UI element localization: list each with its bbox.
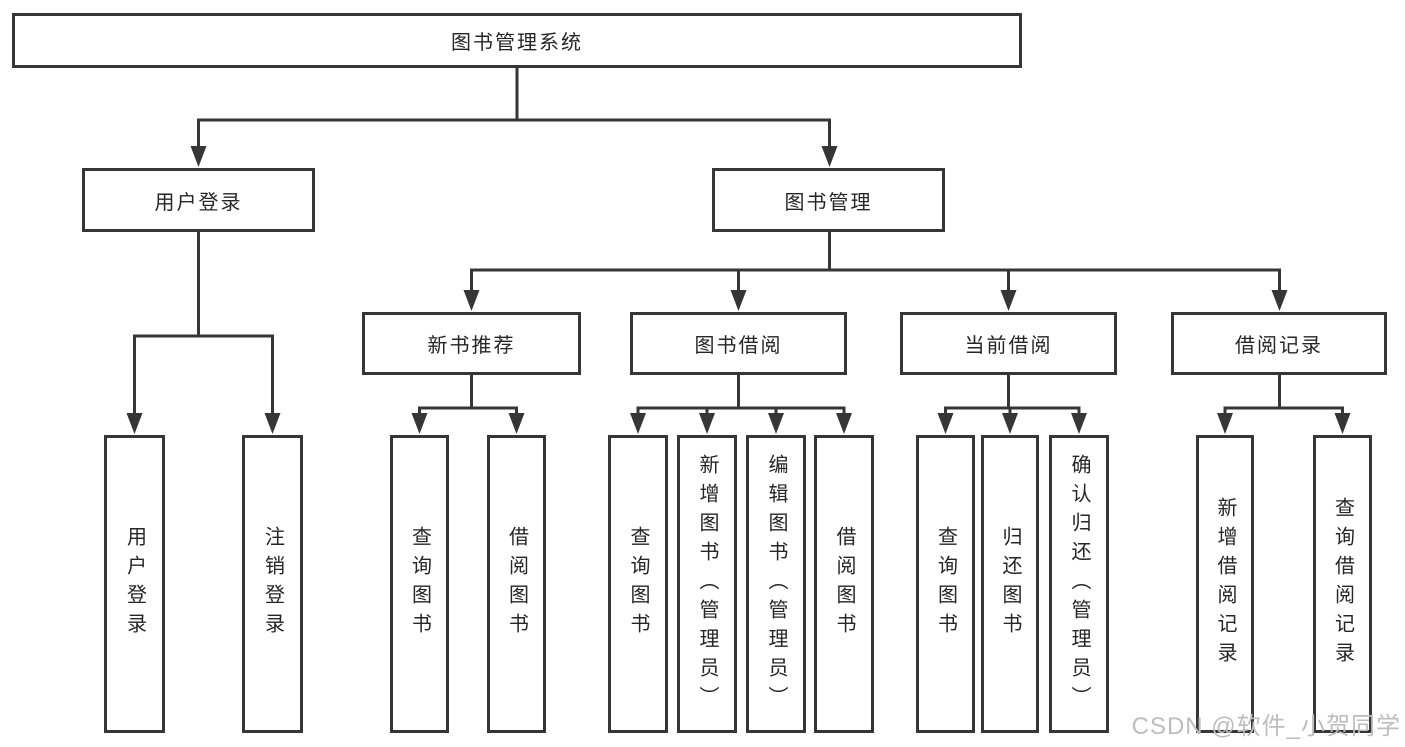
- watermark-text: CSDN @软件_小贺同学: [1131, 713, 1401, 740]
- leaf-borrow-books-label: 借阅图书: [833, 526, 855, 642]
- leaf-recommend-query-books-label: 查询图书: [408, 526, 431, 642]
- node-leaf-confirm-return-admin: 确认归还（管理员）: [1049, 435, 1109, 733]
- leaf-user-login-label: 用户登录: [123, 526, 146, 642]
- node-root-label: 图书管理系统: [451, 32, 583, 54]
- branch-book-management-label: 图书管理: [784, 191, 873, 214]
- leaf-logout-label: 注销登录: [261, 526, 284, 642]
- leaf-edit-books-admin-label: 编辑图书（管理员）: [765, 453, 787, 715]
- node-leaf-edit-books-admin: 编辑图书（管理员）: [746, 435, 806, 733]
- node-leaf-borrow-books: 借阅图书: [814, 435, 874, 733]
- node-group-new-book-recommend: 新书推荐: [362, 312, 581, 375]
- node-group-current-borrow: 当前借阅: [900, 312, 1117, 375]
- node-leaf-recommend-borrow-books: 借阅图书: [487, 435, 546, 733]
- node-group-book-borrow: 图书借阅: [630, 312, 847, 375]
- leaf-query-borrow-record-label: 查询借阅记录: [1331, 497, 1354, 671]
- group-new-book-recommend-label: 新书推荐: [427, 335, 516, 357]
- leaf-recommend-borrow-books-label: 借阅图书: [505, 526, 528, 642]
- leaf-borrow-query-books-label: 查询图书: [627, 526, 649, 642]
- node-leaf-current-query-books: 查询图书: [916, 435, 975, 733]
- group-borrow-records-label: 借阅记录: [1235, 335, 1323, 357]
- node-leaf-return-books: 归还图书: [981, 435, 1039, 733]
- node-leaf-borrow-query-books: 查询图书: [608, 435, 668, 733]
- node-leaf-user-login: 用户登录: [104, 435, 165, 733]
- branch-user-login-label: 用户登录: [154, 191, 243, 214]
- node-leaf-query-borrow-record: 查询借阅记录: [1313, 435, 1372, 733]
- group-current-borrow-label: 当前借阅: [964, 335, 1053, 357]
- leaf-confirm-return-admin-label: 确认归还（管理员）: [1068, 453, 1090, 715]
- node-leaf-add-borrow-record: 新增借阅记录: [1196, 435, 1254, 733]
- node-leaf-recommend-query-books: 查询图书: [390, 435, 449, 733]
- node-leaf-logout: 注销登录: [242, 435, 303, 733]
- node-root: 图书管理系统: [12, 13, 1022, 68]
- leaf-return-books-label: 归还图书: [999, 526, 1021, 642]
- node-leaf-add-books-admin: 新增图书（管理员）: [677, 435, 737, 733]
- leaf-add-books-admin-label: 新增图书（管理员）: [696, 453, 718, 715]
- leaf-current-query-books-label: 查询图书: [934, 526, 957, 642]
- node-branch-user-login: 用户登录: [82, 168, 315, 232]
- leaf-add-borrow-record-label: 新增借阅记录: [1214, 497, 1236, 671]
- node-group-borrow-records: 借阅记录: [1171, 312, 1387, 375]
- node-branch-book-management: 图书管理: [712, 168, 945, 232]
- group-book-borrow-label: 图书借阅: [694, 335, 783, 357]
